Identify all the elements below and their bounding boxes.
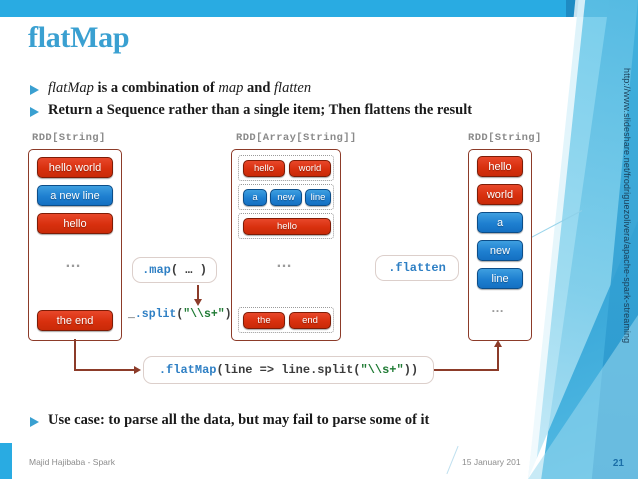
decorative-wedge: [528, 0, 638, 479]
chip-mapped-1-0: a: [243, 189, 267, 206]
footer-page-number: 21: [612, 458, 624, 469]
flatmap-out-arrow-head: [494, 340, 502, 347]
chip-input-2: hello: [37, 213, 113, 234]
chip-mapped-1-2: line: [305, 189, 331, 206]
chip-mapped-0-0: hello: [243, 160, 285, 177]
bullet-triangle-icon: [30, 417, 39, 427]
chip-mapped-4-1: end: [289, 312, 331, 329]
split-note: _.split("\\s+"): [128, 308, 232, 321]
chip-output-2: a: [477, 212, 523, 233]
array-group-1: a new line: [238, 184, 334, 210]
chip-output-1: world: [477, 184, 523, 205]
bullet-item-2: Return a Sequence rather than a single i…: [30, 102, 472, 119]
map-op-box: .map( … ): [132, 257, 217, 283]
chip-mapped-2-0: hello: [243, 218, 331, 235]
flatmap-op-box: .flatMap(line => line.split("\\s+")): [143, 356, 434, 384]
flatten-op-box: .flatten: [375, 255, 459, 281]
rdd-box-input: hello world a new line hello … the end: [28, 149, 122, 341]
chip-mapped-4-0: the: [243, 312, 285, 329]
array-group-2: hello: [238, 213, 334, 239]
array-group-0: hello world: [238, 155, 334, 181]
flatmap-diagram: RDD[String] RDD[Array[String]] RDD[Strin…: [28, 132, 548, 407]
flatmap-arrow-head: [134, 366, 141, 374]
bullet-text-2: Return a Sequence rather than a single i…: [48, 102, 473, 118]
flatmap-out-arrow-h: [434, 369, 499, 371]
left-accent-tab: [0, 443, 12, 479]
bullet-text-3: Use case: to parse all the data, but may…: [48, 412, 430, 428]
top-accent-band: [0, 0, 638, 17]
bullet-triangle-icon: [30, 107, 39, 117]
column-label-input: RDD[String]: [32, 132, 106, 144]
page-title: flatMap: [28, 21, 130, 54]
bullet-item-1: flatMap is a combination of map and flat…: [30, 80, 311, 97]
chip-output-4: line: [477, 268, 523, 289]
column-label-output: RDD[String]: [468, 132, 542, 144]
source-url-vertical: http://www.slideshare.net/frodriguezoliv…: [622, 68, 632, 344]
column-label-mapped: RDD[Array[String]]: [236, 132, 357, 144]
chip-input-4: the end: [37, 310, 113, 331]
chip-mapped-ellipsis: …: [276, 254, 294, 271]
chip-output-0: hello: [477, 156, 523, 177]
bullet-item-3: Use case: to parse all the data, but may…: [30, 412, 429, 429]
chip-mapped-0-1: world: [289, 160, 331, 177]
array-group-4: the end: [238, 307, 334, 333]
chip-output-ellipsis: …: [491, 300, 506, 315]
bullet-text-1: flatMap is a combination of map and flat…: [48, 80, 312, 96]
chip-mapped-1-1: new: [270, 189, 302, 206]
footer-author: Majid Hajibaba - Spark: [29, 457, 115, 467]
rdd-box-mapped: hello world a new line hello … the end: [231, 149, 341, 341]
flatmap-arrow-h: [74, 369, 136, 371]
map-to-split-arrow-shaft: [197, 285, 199, 301]
chip-input-1: a new line: [37, 185, 113, 206]
chip-output-3: new: [477, 240, 523, 261]
flatmap-arrow-v: [74, 339, 76, 371]
map-to-split-arrow-head: [193, 299, 202, 306]
chip-input-ellipsis: …: [65, 254, 83, 271]
footer-divider: [446, 445, 459, 475]
flatmap-out-arrow-v: [497, 347, 499, 371]
footer-date: 15 January 201: [462, 457, 521, 467]
chip-input-0: hello world: [37, 157, 113, 178]
bullet-triangle-icon: [30, 85, 39, 95]
rdd-box-output: hello world a new line …: [468, 149, 532, 341]
